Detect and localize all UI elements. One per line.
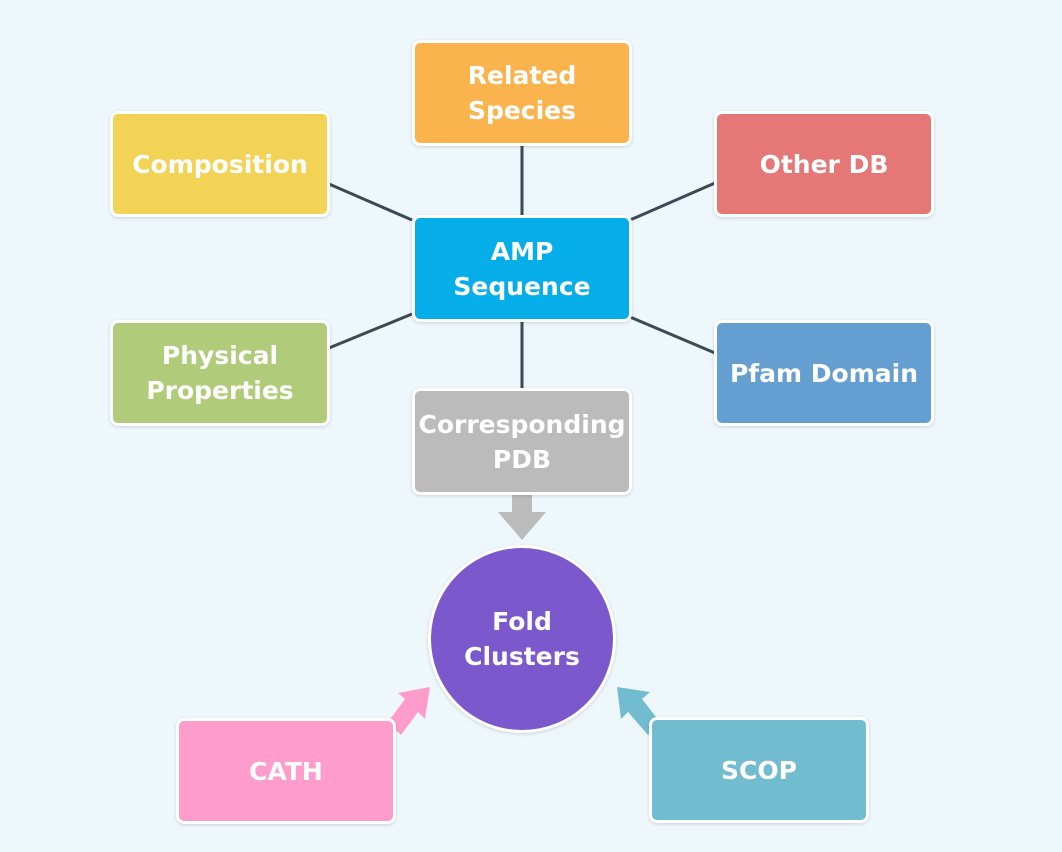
- connector-composition: [328, 182, 413, 222]
- arrow-pdb-to-fold: [498, 495, 546, 540]
- fold-clusters-label: Fold Clusters: [464, 607, 580, 671]
- scop-box: SCOP: [649, 717, 869, 823]
- corresponding-pdb-label: Corresponding PDB: [418, 409, 626, 474]
- connector-pfam-domain: [629, 315, 716, 355]
- connector-physical-properties: [328, 312, 413, 350]
- cath-label: CATH: [249, 756, 323, 786]
- amp-sequence-label: AMP Sequence: [453, 236, 591, 301]
- composition-label: Composition: [132, 149, 308, 179]
- related-species-label: Related Species: [467, 61, 577, 125]
- physical-properties-label: Physical Properties: [146, 341, 294, 405]
- other-db-label: Other DB: [759, 149, 889, 179]
- corresponding-pdb-box: Corresponding PDB: [412, 388, 632, 495]
- fold-clusters-circle: Fold Clusters: [428, 545, 616, 733]
- composition-box: Composition: [110, 111, 330, 217]
- related-species-box: Related Species: [412, 40, 632, 146]
- pfam-domain-box: Pfam Domain: [714, 320, 934, 426]
- connector-other-db: [629, 181, 716, 222]
- other-db-box: Other DB: [714, 111, 934, 217]
- scop-label: SCOP: [721, 755, 797, 785]
- cath-box: CATH: [176, 718, 396, 824]
- pfam-domain-label: Pfam Domain: [729, 358, 919, 388]
- amp-sequence-box: AMP Sequence: [412, 215, 632, 322]
- physical-properties-box: Physical Properties: [110, 320, 330, 426]
